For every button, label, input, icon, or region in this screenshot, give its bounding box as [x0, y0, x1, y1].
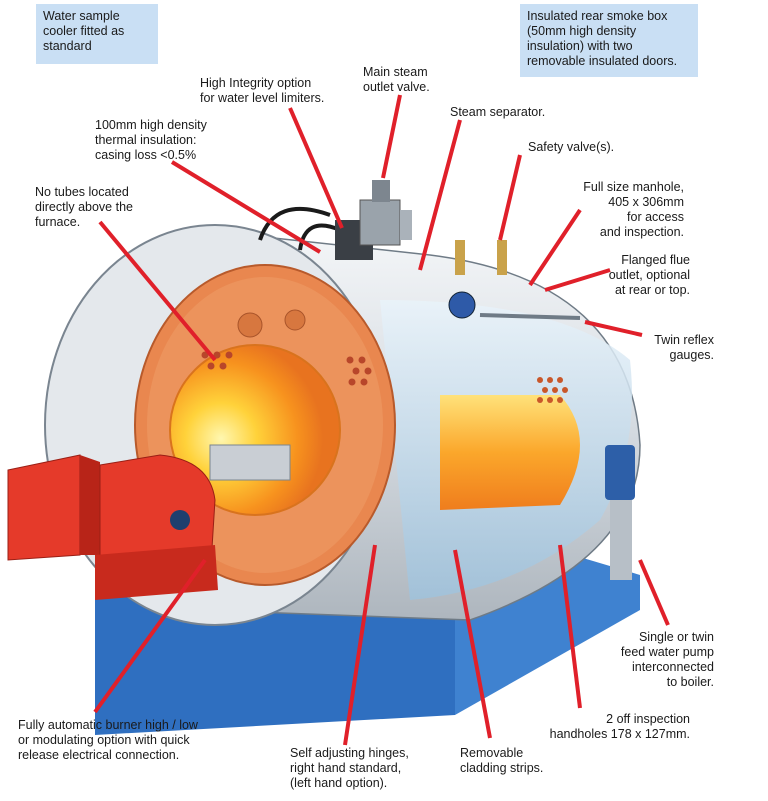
cladding-label: Removable cladding strips.: [460, 746, 544, 775]
tube-holes-front: [201, 351, 372, 386]
reflex-gauges-label: Twin reflex gauges.: [654, 333, 714, 362]
handholes-label: 2 off inspection handholes 178 x 127mm.: [549, 712, 690, 741]
main-steam-label: Main steam outlet valve.: [363, 65, 430, 94]
tube-holes-rear: [537, 377, 568, 403]
manhole-label: Full size manhole, 405 x 306mm for acces…: [583, 180, 684, 239]
smoke-box-note: Insulated rear smoke box (50mm high dens…: [520, 4, 698, 77]
feed-water-pump: [605, 445, 635, 580]
no-tubes-label: No tubes located directly above the furn…: [35, 185, 133, 229]
hinges-label: Self adjusting hinges, right hand standa…: [290, 746, 409, 790]
burner-label: Fully automatic burner high / low or mod…: [18, 718, 198, 762]
water-sample-note: Water sample cooler fitted as standard: [36, 4, 158, 64]
burner-unit: [7, 444, 291, 600]
safety-valve-label: Safety valve(s).: [528, 140, 615, 154]
callout-lines: [93, 94, 670, 746]
feed-pump-label: Single or twin feed water pump interconn…: [620, 630, 714, 689]
high-integrity-label: High Integrity option for water level li…: [200, 76, 325, 105]
steam-separator-label: Steam separator.: [450, 105, 546, 119]
insulation-label: 100mm high density thermal insulation: c…: [95, 118, 207, 162]
flue-outlet-label: Flanged flue outlet, optional at rear or…: [608, 253, 690, 297]
